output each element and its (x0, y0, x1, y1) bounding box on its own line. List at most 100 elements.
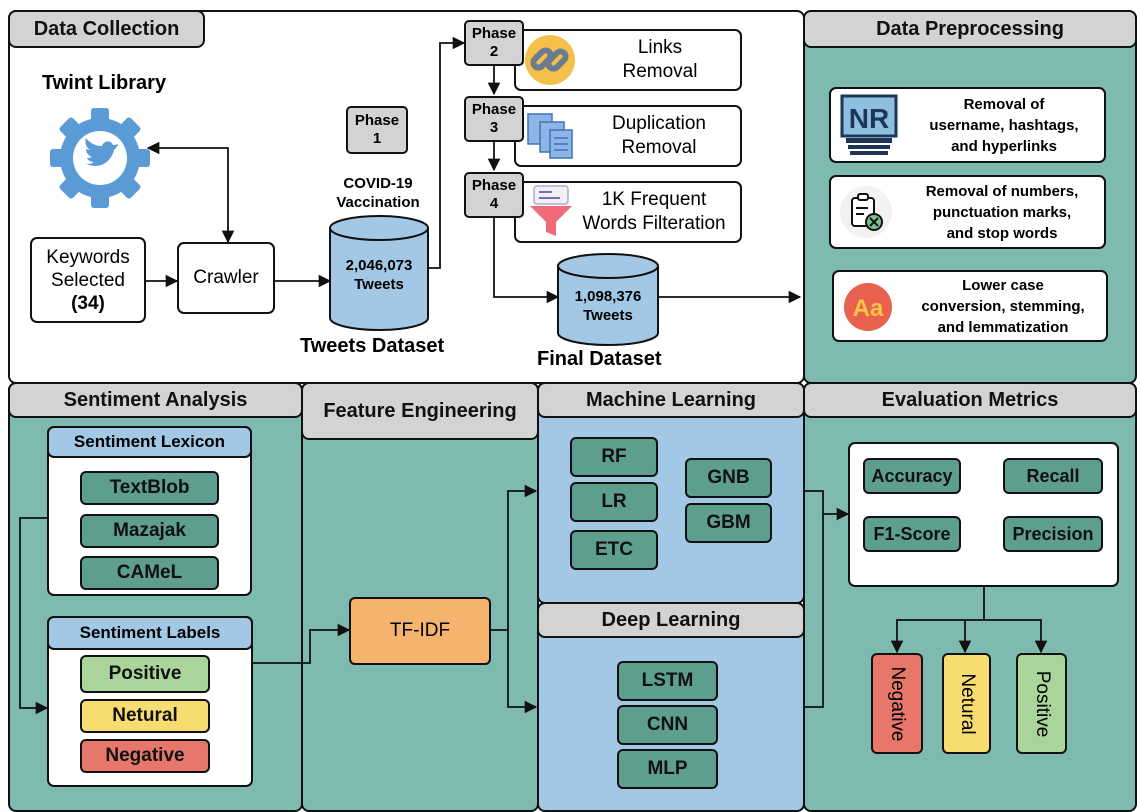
links-removal-text: Links Removal (580, 34, 740, 86)
model-gbm: GBM (685, 503, 772, 543)
final-db-count: 1,098,376 (574, 288, 642, 305)
clipboard-icon (840, 186, 892, 238)
keywords-line1: Keywords (46, 246, 130, 268)
pre2-line3: and stop words (946, 224, 1058, 242)
aa-icon: Aa (844, 283, 892, 331)
deep-learning-header: Deep Learning (537, 602, 805, 638)
output-netural-text: Netural (956, 672, 978, 735)
pre1-line1: Removal of (963, 95, 1045, 113)
pre3-line2: conversion, stemming, (921, 297, 1085, 315)
links-line1: Links (637, 37, 683, 58)
machine-learning-header: Machine Learning (537, 382, 805, 418)
preprocessing-item-2-text: Removal of numbers, punctuation marks, a… (900, 179, 1104, 245)
metric-accuracy: Accuracy (863, 458, 961, 494)
pre3-line3: and lemmatization (937, 318, 1069, 336)
pre2-line2: punctuation marks, (932, 203, 1072, 221)
lexicon-labels-arrow (19, 517, 49, 715)
final-dataset-cylinder (557, 253, 659, 346)
feature-engineering-header: Feature Engineering (301, 382, 539, 440)
covid-line1: COVID-19 (343, 175, 413, 192)
output-negative: Negative (871, 653, 923, 754)
labels-tfidf-arrow (253, 623, 351, 664)
covid-line2: Vaccination (336, 194, 420, 211)
keywords-count: (34) (71, 292, 105, 314)
nr-icon: NR (840, 94, 898, 155)
eval-positive-arrow (984, 619, 1048, 654)
phase4-final-arrow (493, 218, 560, 304)
pre3-line1: Lower case (962, 276, 1044, 294)
final-db-unit: Tweets (583, 307, 633, 324)
sentiment-labels-header: Sentiment Labels (47, 616, 253, 650)
model-etc: ETC (570, 530, 658, 570)
links-line2: Removal (622, 61, 698, 82)
metric-recall: Recall (1003, 458, 1103, 494)
label-positive: Positive (80, 655, 210, 693)
label-negative: Negative (80, 739, 210, 773)
lexicon-mazajak: Mazajak (80, 514, 219, 548)
pre1-line3: and hyperlinks (951, 137, 1057, 155)
label-netural: Netural (80, 699, 210, 733)
output-negative-text: Negative (887, 666, 908, 741)
duplication-removal-text: Duplication Removal (578, 110, 740, 162)
phase2-num: 2 (489, 43, 499, 60)
final-db-text: 1,098,376 Tweets (558, 287, 658, 325)
freq-line1: 1K Frequent (601, 189, 707, 210)
data-collection-header: Data Collection (8, 10, 205, 48)
lexicon-textblob: TextBlob (80, 471, 219, 505)
tfidf-dl-arrow (507, 630, 538, 714)
svg-text:NR: NR (849, 103, 889, 134)
phase4-badge: Phase 4 (464, 172, 524, 218)
freq-line2: Words Filteration (582, 213, 726, 234)
model-cnn: CNN (617, 705, 718, 745)
covid-vaccination-label: COVID-19 Vaccination (322, 174, 434, 212)
model-gnb: GNB (685, 458, 772, 498)
tweets-db-count: 2,046,073 (345, 257, 413, 274)
phase3-num: 3 (489, 119, 499, 136)
phase1-num: 1 (372, 130, 382, 147)
tfidf-ml-arrow (491, 484, 538, 631)
crawler-box: Crawler (177, 242, 275, 314)
metric-precision: Precision (1003, 516, 1103, 552)
metric-f1-score: F1-Score (863, 516, 961, 552)
phase3-word: Phase (471, 101, 517, 118)
dl-eval-line (805, 514, 824, 708)
tweets-dataset-cylinder (329, 215, 429, 331)
model-lr: LR (570, 482, 658, 522)
output-positive: Positive (1016, 653, 1067, 754)
twitter-gear-icon (50, 108, 150, 208)
phase3-badge: Phase 3 (464, 96, 524, 142)
output-positive-text: Positive (1031, 670, 1053, 737)
svg-text:Aa: Aa (853, 295, 884, 322)
phase2-badge: Phase 2 (464, 20, 524, 66)
phase4-word: Phase (471, 177, 517, 194)
keywords-line2: Selected (51, 269, 125, 291)
tweets-dataset-caption: Tweets Dataset (300, 335, 445, 357)
evaluation-metrics-header: Evaluation Metrics (803, 382, 1137, 418)
sentiment-lexicon-header: Sentiment Lexicon (47, 426, 252, 458)
lexicon-camel: CAMeL (80, 556, 219, 590)
preprocessing-item-1-text: Removal of username, hashtags, and hyper… (906, 92, 1102, 158)
model-mlp: MLP (617, 749, 718, 789)
phase4-num: 4 (489, 195, 499, 212)
keywords-selected-box: Keywords Selected (34) (30, 237, 146, 323)
tfidf-box: TF-IDF (349, 597, 491, 665)
final-dataset-caption: Final Dataset (537, 348, 662, 370)
phase1-badge: Phase 1 (346, 106, 408, 154)
db-phase2-arrow (428, 36, 466, 269)
ml-eval-arrow (805, 490, 850, 521)
crawler-twint-arrow (146, 141, 235, 244)
eval-negative-arrow (890, 587, 985, 654)
output-netural: Netural (942, 653, 991, 754)
dup-line1: Duplication (612, 113, 706, 134)
pre1-line2: username, hashtags, (929, 116, 1079, 134)
phase2-word: Phase (471, 25, 517, 42)
pre2-line1: Removal of numbers, (925, 182, 1079, 200)
documents-icon (527, 113, 573, 159)
model-rf: RF (570, 437, 658, 477)
tweets-db-text: 2,046,073 Tweets (330, 256, 428, 294)
tweets-db-unit: Tweets (354, 276, 404, 293)
phase1-word: Phase (354, 112, 400, 129)
funnel-icon (530, 185, 572, 236)
